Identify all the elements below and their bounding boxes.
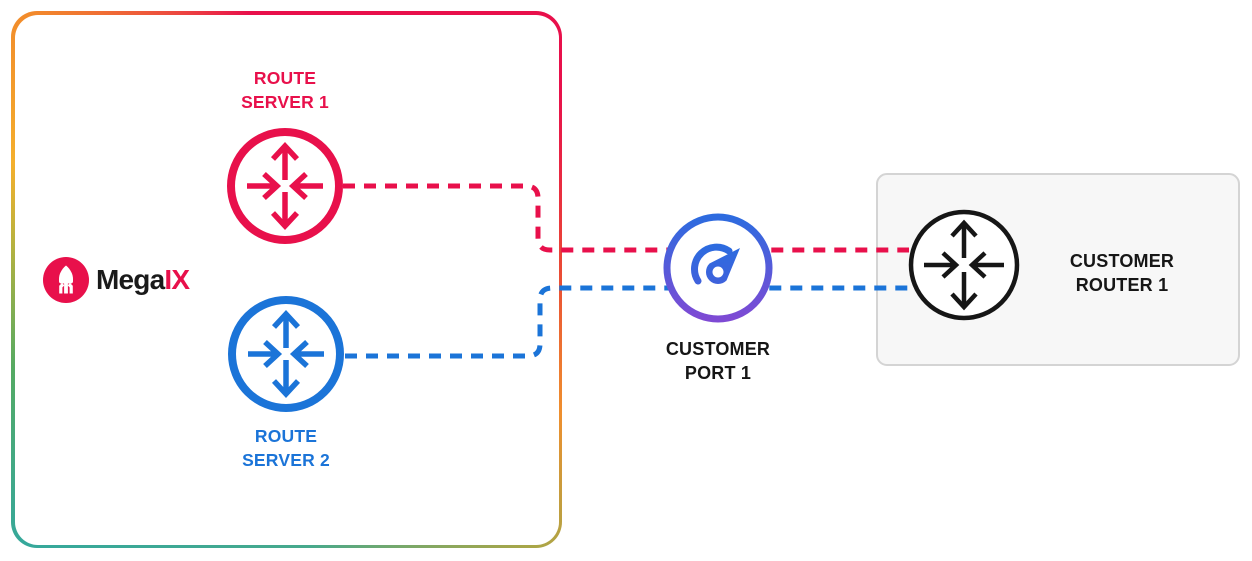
- router-icon: [924, 219, 1004, 311]
- customer-port-1-label: CUSTOMER PORT 1: [618, 337, 818, 385]
- route-server-1-circle: [227, 128, 343, 244]
- brand-wordmark: MegaIX: [96, 257, 190, 303]
- megaix-logo: MegaIX: [43, 257, 190, 303]
- route-server-2-label-line1: ROUTE: [254, 426, 318, 446]
- route-server-1-node: [227, 128, 343, 244]
- rocket-icon: [43, 257, 89, 303]
- brand-accent: IX: [164, 264, 190, 295]
- route-server-1-label-line1: ROUTE: [253, 68, 317, 88]
- route-server-2-circle: [228, 296, 344, 412]
- customer-router-1-node: [908, 209, 1020, 321]
- connection-route-server-2: [345, 285, 912, 359]
- route-server-1-label-line2: SERVER 1: [241, 92, 329, 112]
- customer-router-1-circle: [908, 209, 1020, 321]
- megaix-zone-box: [11, 11, 562, 548]
- route-server-2-label-line2: SERVER 2: [242, 450, 330, 470]
- route-server-2-label: ROUTE SERVER 2: [186, 424, 386, 472]
- customer-port-1-node: [663, 213, 773, 323]
- brand-primary: Mega: [96, 264, 165, 295]
- router-icon: [248, 309, 324, 399]
- customer-router-1-label-line1: CUSTOMER: [1069, 251, 1175, 271]
- speedometer-icon: [691, 243, 740, 285]
- connection-route-server-1: [343, 183, 909, 253]
- route-server-1-label: ROUTE SERVER 1: [185, 66, 385, 114]
- customer-port-1-label-line2: PORT 1: [684, 363, 752, 383]
- customer-router-1-label-line2: ROUTER 1: [1075, 275, 1169, 295]
- router-icon: [247, 141, 323, 231]
- customer-router-1-label: CUSTOMER ROUTER 1: [1022, 249, 1222, 297]
- route-server-2-node: [228, 296, 344, 412]
- customer-port-1-label-line1: CUSTOMER: [665, 339, 771, 359]
- megaix-zone-box-inner: [14, 14, 559, 545]
